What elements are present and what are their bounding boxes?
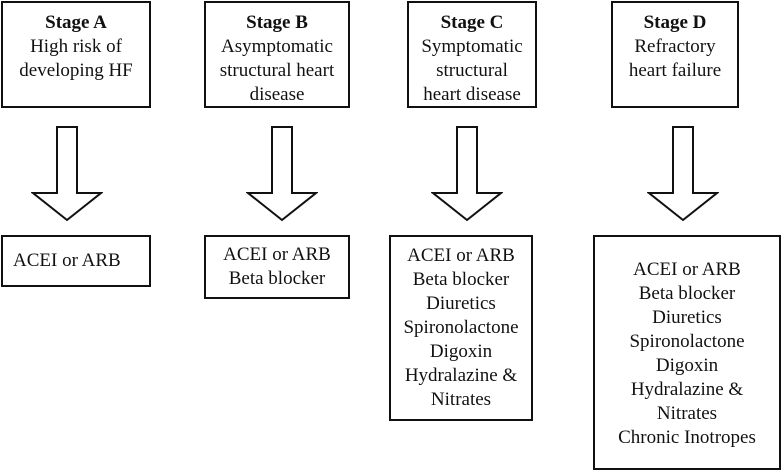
stage-b-box: Stage B Asymptomatic structural heart di… [204,1,350,108]
stage-b-title: Stage B [246,12,308,33]
treatment-item: ACEI or ARB [407,245,515,266]
stage-c-box: Stage C Symptomatic structural heart dis… [407,1,537,108]
down-arrow-icon [431,126,503,222]
stage-d-line-1: Refractory [634,36,716,57]
down-arrow-icon [246,126,318,222]
stage-a-title: Stage A [45,12,107,33]
treatment-item: Chronic Inotropes [618,426,756,448]
treatment-item: Diuretics [652,306,722,328]
stage-a-box: Stage A High risk of developing HF [1,1,151,108]
treatment-item: ACEI or ARB [633,258,741,280]
stage-b-line-1: Asymptomatic [221,36,333,57]
stage-a-line-2: developing HF [19,60,133,81]
stage-c-line-1: Symptomatic [421,36,523,57]
stage-c-line-3: heart disease [423,84,521,105]
treatment-item: ACEI or ARB [223,244,331,265]
treatment-item: Beta blocker [228,268,326,289]
treatment-item: Spironolactone [629,330,745,352]
down-arrow-icon [31,126,103,222]
treatment-item: Spironolactone [403,317,519,338]
stage-c-treatment-box: ACEI or ARB Beta blocker Diuretics Spiro… [389,235,533,421]
stage-c-line-2: structural [436,60,508,81]
stage-d-title: Stage D [643,12,707,33]
down-arrow-icon [647,126,719,222]
stage-d-treatment-box: ACEI or ARB Beta blocker Diuretics Spiro… [593,235,781,470]
treatment-item: Nitrates [656,402,718,424]
stage-d-box: Stage D Refractory heart failure [611,1,739,108]
stage-d-line-2: heart failure [628,60,722,81]
treatment-item: Nitrates [430,389,492,410]
treatment-item: Hydralazine & [630,378,744,400]
treatment-item: Digoxin [655,354,719,376]
treatment-item: Beta blocker [638,282,736,304]
stage-a-line-1: High risk of [30,36,122,57]
treatment-item: Hydralazine & [404,365,518,386]
stage-c-title: Stage C [440,12,504,33]
treatment-item: ACEI or ARB [13,250,121,271]
stage-b-line-2: structural heart [219,60,335,81]
stage-b-treatment-box: ACEI or ARB Beta blocker [204,235,350,299]
stage-a-treatment-box: ACEI or ARB [1,235,151,287]
treatment-item: Diuretics [426,293,496,314]
stage-b-line-3: disease [249,84,305,105]
treatment-item: Digoxin [429,341,493,362]
treatment-item: Beta blocker [412,269,510,290]
